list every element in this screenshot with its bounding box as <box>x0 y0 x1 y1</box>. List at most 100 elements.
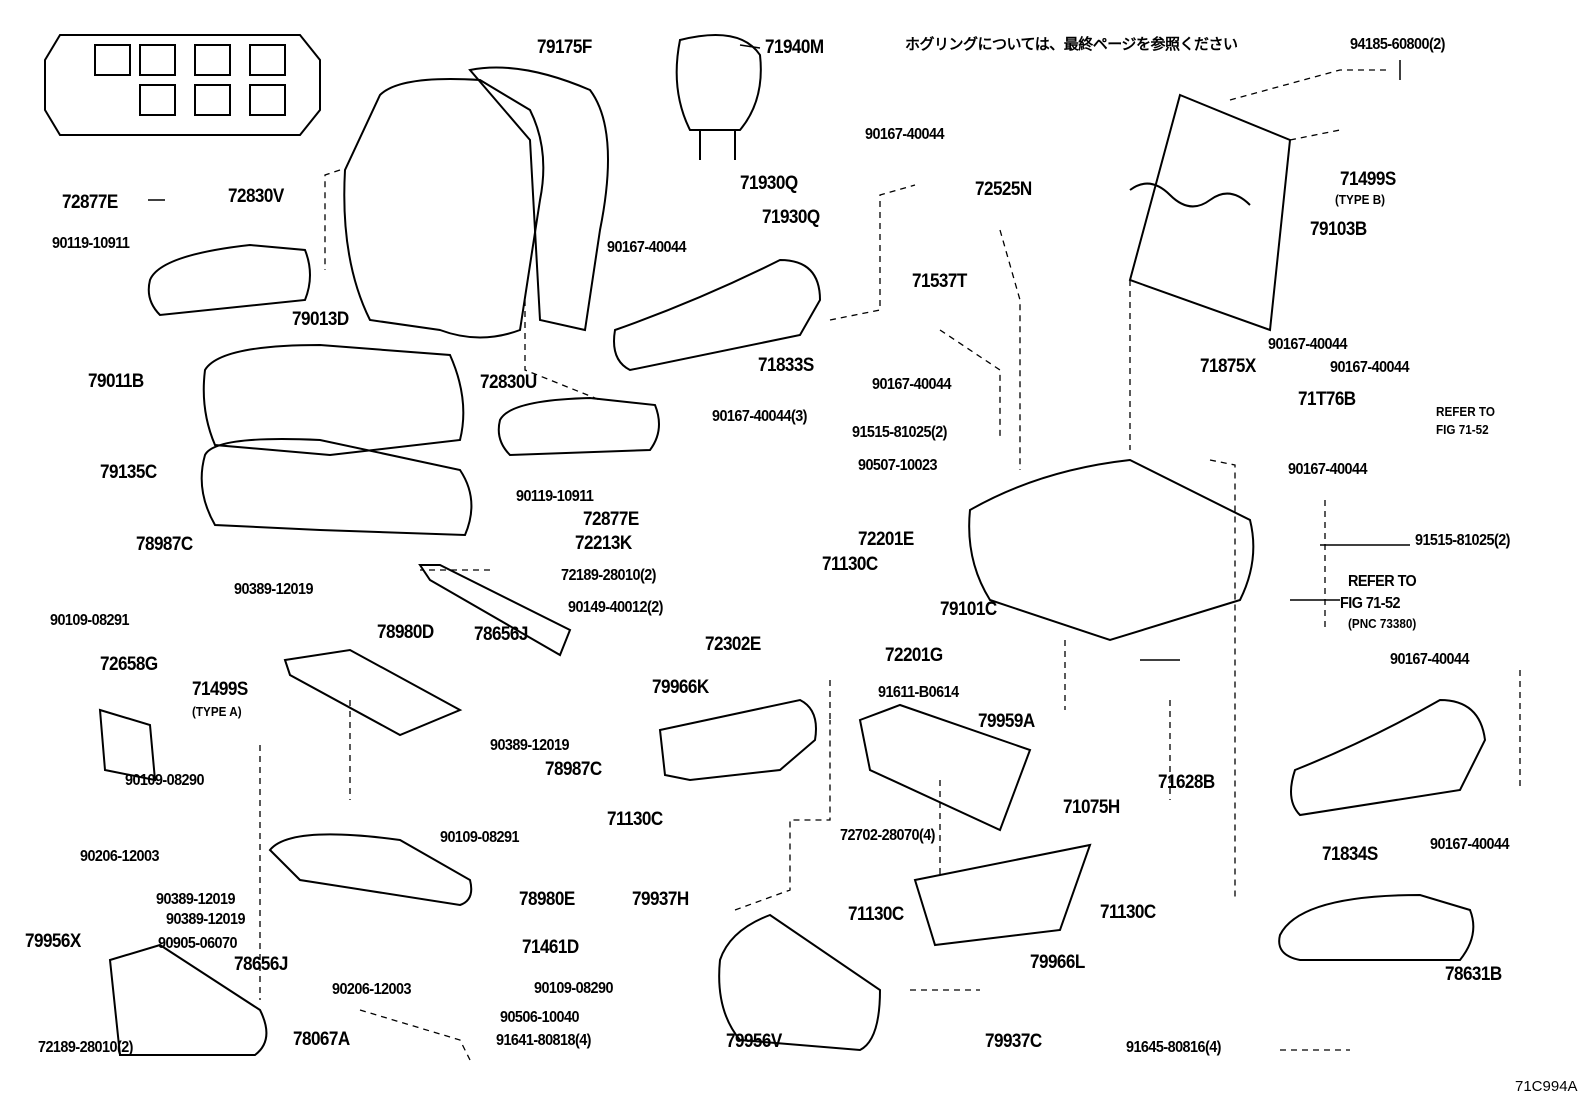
part-number-label: 72830U <box>480 372 537 393</box>
part-number-label: 78987C <box>545 759 602 780</box>
side-cover-left <box>658 698 817 782</box>
vehicle-seat-layout-icon <box>44 34 321 136</box>
part-number-label: 78980D <box>377 622 434 643</box>
part-number-label: 71833S <box>758 355 814 376</box>
part-number-label: 79966L <box>1030 952 1085 973</box>
part-number-label: 90167-40044 <box>607 239 686 256</box>
part-number-label: 90389-12019 <box>490 737 569 754</box>
part-number-label: 90905-06070 <box>158 935 237 952</box>
part-number-label: 90167-40044 <box>865 126 944 143</box>
part-number-label: 71875X <box>1200 356 1256 377</box>
part-number-label: 79101C <box>940 599 997 620</box>
part-number-label: 90109-08291 <box>440 829 519 846</box>
part-number-label: FIG 71-52 <box>1340 595 1401 612</box>
part-number-label: 91515-81025(2) <box>1415 532 1510 549</box>
figure-code: 71C994A <box>1515 1078 1578 1095</box>
part-number-label: 90206-12003 <box>80 848 159 865</box>
part-number-label: 72189-28010(2) <box>38 1039 133 1056</box>
seatback-cover <box>343 78 545 339</box>
under-tray <box>858 703 1032 832</box>
side-cover-right <box>1290 698 1487 817</box>
part-number-label: 94185-60800(2) <box>1350 36 1445 53</box>
part-number-label: 79011B <box>88 371 144 392</box>
part-number-label: 71930Q <box>740 173 798 194</box>
part-number-label: 71499S <box>1340 169 1396 190</box>
part-number-label: 90506-10040 <box>500 1009 579 1026</box>
part-number-label: 90167-40044 <box>872 376 951 393</box>
part-number-label: (PNC 73380) <box>1348 616 1417 631</box>
part-number-label: 71130C <box>607 809 663 830</box>
storage-box <box>913 843 1092 947</box>
part-number-label: 90119-10911 <box>52 235 130 252</box>
part-number-label: 90109-08291 <box>50 612 129 629</box>
part-number-label: 90167-40044 <box>1430 836 1509 853</box>
armrest-left <box>147 243 311 317</box>
recliner-cover <box>613 258 822 372</box>
part-number-label: 72702-28070(4) <box>840 827 935 844</box>
part-number-label: 72877E <box>62 192 118 213</box>
trim-72658G <box>98 708 157 782</box>
part-number-label: 90167-40044(3) <box>712 408 807 425</box>
part-number-label: 90389-12019 <box>156 891 235 908</box>
side-panel-left-lower <box>108 943 268 1056</box>
part-number-label: 71537T <box>912 271 967 292</box>
lower-cover <box>718 913 882 1052</box>
part-number-label: 78656J <box>474 624 528 645</box>
part-number-label: 79013D <box>292 309 349 330</box>
tray <box>1278 893 1475 961</box>
part-number-label: 71834S <box>1322 844 1378 865</box>
part-number-label: 90109-08290 <box>534 980 613 997</box>
part-number-label: 72213K <box>575 533 632 554</box>
part-number-label: 71628B <box>1158 772 1215 793</box>
part-number-label: 72658G <box>100 654 158 675</box>
armrest-frame <box>283 648 463 737</box>
part-number-label: 79956V <box>726 1031 782 1052</box>
seatback-rear-board <box>468 66 609 332</box>
seat-frame <box>968 458 1255 642</box>
part-number-label: 79175F <box>537 37 592 58</box>
part-number-label: 78980E <box>519 889 575 910</box>
part-number-label: REFER TO <box>1436 404 1495 419</box>
bracket-78656J <box>418 564 572 657</box>
hog-ring-note: ホグリングについては、最終ページを参照ください <box>905 35 1238 53</box>
part-number-label: 90167-40044 <box>1390 651 1469 668</box>
armrest-right <box>497 396 660 457</box>
part-number-label: 71075H <box>1063 797 1120 818</box>
part-number-label: 91641-80818(4) <box>496 1032 591 1049</box>
part-number-label: REFER TO <box>1348 573 1417 590</box>
part-number-label: 78656J <box>234 954 288 975</box>
part-number-label: 71T76B <box>1298 389 1356 410</box>
seatback-frame <box>1128 93 1292 332</box>
part-number-label: 90389-12019 <box>234 581 313 598</box>
part-number-label: 90167-40044 <box>1288 461 1367 478</box>
part-number-label: 90167-40044 <box>1268 336 1347 353</box>
part-number-label: 78987C <box>136 534 193 555</box>
part-number-label: 91515-81025(2) <box>852 424 947 441</box>
part-number-label: 90389-12019 <box>166 911 245 928</box>
part-number-label: 79956X <box>25 931 81 952</box>
headrest <box>675 34 762 160</box>
part-number-label: 79103B <box>1310 219 1367 240</box>
part-number-label: 78631B <box>1445 964 1502 985</box>
part-number-label: 78067A <box>293 1029 350 1050</box>
part-number-label: 72302E <box>705 634 761 655</box>
part-number-label: 79959A <box>978 711 1035 732</box>
part-number-label: 79135C <box>100 462 157 483</box>
leader-lines <box>259 69 1521 1061</box>
part-number-label: 90167-40044 <box>1330 359 1409 376</box>
part-number-label: 79937H <box>632 889 689 910</box>
part-number-label: 71499S <box>192 679 248 700</box>
part-number-label: 90109-08290 <box>125 772 204 789</box>
part-number-label: 72201G <box>885 645 943 666</box>
seat-cushion-pad <box>200 438 473 537</box>
part-number-label: 72525N <box>975 179 1032 200</box>
part-number-label: 90507-10023 <box>858 457 937 474</box>
part-number-label: 72189-28010(2) <box>561 567 656 584</box>
part-number-label: FIG 71-52 <box>1436 422 1489 437</box>
part-number-label: 91611-B0614 <box>878 684 959 701</box>
part-number-label: 72877E <box>583 509 639 530</box>
part-number-label: 90119-10911 <box>516 488 594 505</box>
part-number-label: 71130C <box>848 904 904 925</box>
part-number-label: (TYPE A) <box>192 704 242 719</box>
